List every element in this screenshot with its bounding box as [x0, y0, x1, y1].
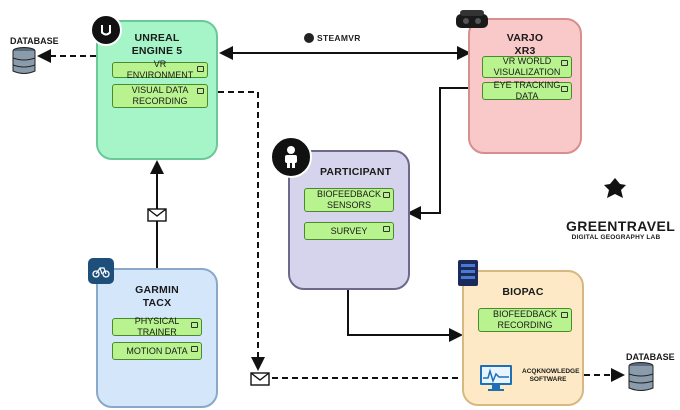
- visual-data-recording-pill: VISUAL DATA RECORDING: [112, 84, 208, 108]
- database-icon-left: [12, 47, 36, 80]
- motion-data-pill: MOTION DATA: [112, 342, 202, 360]
- biofeedback-sensors-pill: BIOFEEDBACK SENSORS: [304, 188, 394, 212]
- university-logo-icon: [602, 176, 628, 202]
- vr-world-visualization-pill: VR WORLD VISUALIZATION: [482, 56, 572, 78]
- unreal-biopac-dashed: [218, 91, 265, 371]
- unreal-engine-box: UNREAL ENGINE 5 VR ENVIRONMENT VISUAL DA…: [96, 20, 218, 160]
- garmin-title: GARMIN TACX: [135, 284, 179, 309]
- database-label-right: DATABASE: [626, 352, 675, 362]
- database-label-left: DATABASE: [10, 36, 59, 46]
- biopac-envelope-icon: [250, 372, 270, 391]
- varjo-title: VARJO XR3: [506, 32, 544, 57]
- monitor-icon: [478, 363, 514, 393]
- steam-icon: [304, 33, 314, 43]
- bicycle-icon: [88, 258, 114, 284]
- physical-trainer-pill: PHYSICAL TRAINER: [112, 316, 202, 337]
- unreal-logo-icon: [90, 14, 122, 46]
- varjo-box: VARJO XR3 VR WORLD VISUALIZATION EYE TRA…: [468, 18, 582, 154]
- unreal-title: UNREAL ENGINE 5: [131, 32, 183, 57]
- acqknowledge-label: ACQKNOWLEDGE SOFTWARE: [522, 368, 580, 383]
- biofeedback-recording-pill: BIOFEEDBACK RECORDING: [478, 308, 572, 332]
- participant-title: PARTICIPANT: [320, 166, 392, 178]
- vr-environment-pill: VR ENVIRONMENT: [112, 59, 208, 80]
- biopac-title: BIOPAC: [502, 286, 544, 298]
- eye-tracking-data-pill: EYE TRACKING DATA: [482, 80, 572, 101]
- varjo-participant-link: [407, 87, 468, 220]
- greentravel-name: GREENTRAVEL: [566, 218, 676, 234]
- participant-box: PARTICIPANT BIOFEEDBACK SENSORS SURVEY: [288, 150, 410, 290]
- steamvr-label: STEAMVR: [317, 33, 361, 43]
- garmin-box: GARMIN TACX PHYSICAL TRAINER MOTION DATA: [96, 268, 218, 408]
- survey-pill: SURVEY: [304, 222, 394, 240]
- steamvr-logo: STEAMVR: [304, 33, 361, 43]
- garmin-envelope-icon: [147, 208, 167, 227]
- participant-biopac-link: [347, 289, 463, 342]
- person-icon: [270, 136, 312, 178]
- greentravel-subtitle: DIGITAL GEOGRAPHY LAB: [571, 234, 661, 241]
- biopac-device-icon: [454, 258, 482, 288]
- vr-headset-icon: [452, 8, 492, 32]
- database-icon-right: [628, 362, 654, 397]
